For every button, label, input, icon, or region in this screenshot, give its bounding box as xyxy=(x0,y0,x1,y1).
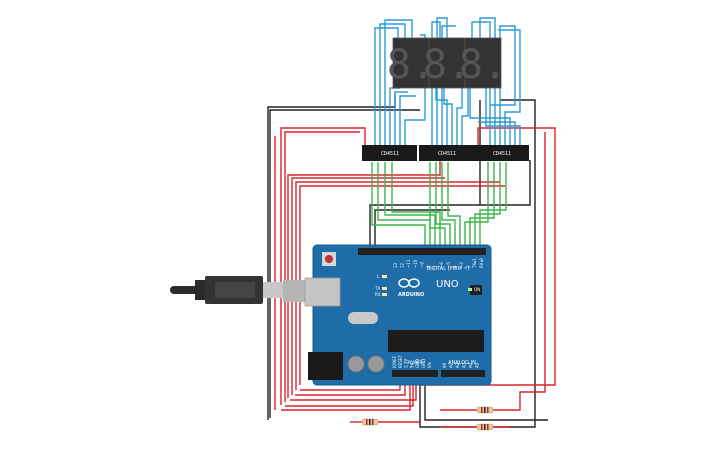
l-led xyxy=(382,275,387,278)
l-label: L xyxy=(377,274,380,279)
pin-label: A0 xyxy=(442,362,447,368)
rx-label: RX xyxy=(375,292,381,297)
pin-label: ~11 xyxy=(406,259,411,268)
tx-label: TX xyxy=(374,286,380,291)
seven-segment-display-1[interactable]: 8. xyxy=(387,37,435,89)
decoder-chip-1[interactable]: CD4511 xyxy=(362,145,417,161)
decoder-chip-3[interactable]: CD4511 xyxy=(474,145,529,161)
pin-label: ~10 xyxy=(413,259,418,268)
pin-label: 7 xyxy=(433,265,438,268)
digital-header-strip xyxy=(358,248,486,255)
rx-led xyxy=(382,293,387,296)
pin-label: 13 xyxy=(393,262,398,268)
analog-header-strip xyxy=(441,370,485,377)
pin-label: GND xyxy=(421,359,426,368)
resistor-1[interactable] xyxy=(361,418,379,426)
display-digit: 8. xyxy=(387,42,435,88)
crystal xyxy=(348,312,378,324)
pin-label: A2 xyxy=(455,362,460,368)
pin-label: 2 xyxy=(466,265,471,268)
pin-label: GND xyxy=(415,359,420,368)
pin-label: A3 xyxy=(462,362,467,368)
capacitor xyxy=(367,355,385,373)
pin-label: 8 xyxy=(426,265,431,268)
board-brand: ARDUINO xyxy=(398,292,424,298)
seven-segment-display-3[interactable]: 8. xyxy=(459,37,507,89)
pin-label: RX◂0 xyxy=(479,257,484,268)
pin-label: ~5 xyxy=(446,262,451,268)
seven-segment-display-2[interactable]: 8. xyxy=(423,37,471,89)
board-model: UNO xyxy=(436,279,459,290)
resistor-3[interactable] xyxy=(476,423,494,431)
arduino-logo xyxy=(398,278,420,288)
pin-label: RESET xyxy=(398,355,403,368)
pin-label: A1 xyxy=(449,362,454,368)
pin-label: IOREF xyxy=(392,355,397,368)
capacitor xyxy=(347,355,365,373)
chip-label: CD4511 xyxy=(438,151,456,157)
pin-label: ~9 xyxy=(419,262,424,268)
microcontroller-chip xyxy=(388,330,484,352)
display-digit: 8. xyxy=(459,42,507,88)
power-jack xyxy=(308,352,343,380)
pin-label: TX▸1 xyxy=(472,258,477,269)
tx-led xyxy=(382,287,387,290)
pin-label: 3.3V xyxy=(404,359,409,368)
on-led xyxy=(468,288,472,291)
pin-label: ~6 xyxy=(439,262,444,268)
power-header-strip xyxy=(392,370,438,377)
pin-label: 12 xyxy=(400,262,405,268)
chip-label: CD4511 xyxy=(381,151,399,157)
arduino-uno-board[interactable]: DIGITAL (PWM ~) ANALOG IN POWER UNO ARDU… xyxy=(304,244,492,386)
resistor-2[interactable] xyxy=(476,406,494,414)
reset-button-cap xyxy=(325,255,333,263)
pin-label: 4 xyxy=(452,265,457,268)
data-wires xyxy=(371,162,507,248)
pin-label: Vin xyxy=(427,361,432,368)
pin-label: A4 xyxy=(468,362,473,368)
on-label: ON xyxy=(474,287,480,292)
chip-label: CD4511 xyxy=(493,151,511,157)
pin-label: 5V xyxy=(409,362,414,368)
pin-label: ~3 xyxy=(459,262,464,268)
icsp-header xyxy=(470,285,482,295)
decoder-chip-2[interactable]: CD4511 xyxy=(419,145,474,161)
display-digit: 8. xyxy=(423,42,471,88)
power-header-label: POWER xyxy=(408,360,423,365)
pin-label: A5 xyxy=(475,362,480,368)
analog-header-label: ANALOG IN xyxy=(448,360,476,366)
usb-jack xyxy=(304,277,341,307)
digital-header-label: DIGITAL (PWM ~) xyxy=(426,266,469,272)
